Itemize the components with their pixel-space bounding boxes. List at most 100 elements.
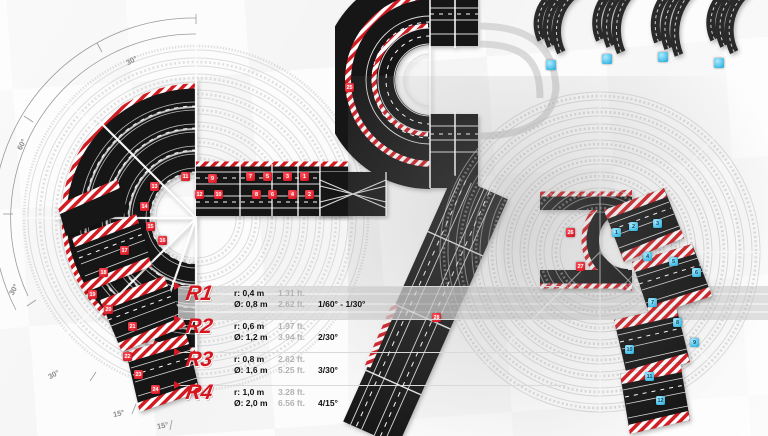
legend-tick-marker <box>174 348 181 356</box>
segment-marker: 6 <box>268 190 277 199</box>
loose-tile-2 <box>100 276 186 352</box>
segment-marker: 3 <box>283 172 292 181</box>
right-tile-4 <box>620 362 690 434</box>
angle-label-a15-bottom-right: 15° <box>156 420 170 431</box>
segment-marker: 7 <box>246 172 255 181</box>
legend-values-r4: r: 1,0 m 3.28 ft. Ø: 2,0 m 6.56 ft. 4/15° <box>234 387 338 408</box>
legend-divider <box>174 286 566 287</box>
segment-marker: 22 <box>123 352 132 361</box>
segment-marker: 27 <box>576 262 585 271</box>
legend-divider <box>174 319 566 320</box>
segment-marker: 21 <box>128 322 137 331</box>
right-detached-segments <box>604 188 712 434</box>
segment-marker: 9 <box>690 338 699 347</box>
legend-values-r2: r: 0,6 m 1.97 ft. Ø: 1,2 m 3.94 ft. 2/30° <box>234 321 338 342</box>
legend-divider <box>174 352 566 353</box>
segment-marker: 11 <box>181 172 190 181</box>
right-ghost-radius-fan <box>439 91 761 413</box>
r4-radius-ft: 3.28 ft. <box>278 387 305 397</box>
r3-angle: 3/30° <box>318 364 338 375</box>
crossover-piece <box>319 172 387 216</box>
radius-legend: R1 r: 0,4 m 1.31 ft. Ø: 0,8 m 2.62 ft. 1/60… <box>174 282 566 418</box>
track-piece-icon-2 <box>592 0 652 55</box>
left-lower-detached-segments <box>57 179 200 412</box>
segment-marker: 12 <box>656 396 665 405</box>
segment-marker: 4 <box>643 252 652 261</box>
segment-marker: 10 <box>214 190 223 199</box>
segment-marker: 6 <box>692 268 701 277</box>
segment-marker: 23 <box>134 370 143 379</box>
r2-angle: 2/30° <box>318 331 338 342</box>
r1-radius-m: r: 0,4 m <box>234 288 265 298</box>
r1-radius-ft: 1.31 ft. <box>278 288 305 298</box>
r1-diameter-m: Ø: 0,8 m <box>234 298 268 309</box>
legend-divider <box>174 385 566 386</box>
track-piece-marker-dot <box>602 54 612 64</box>
segment-marker: 14 <box>140 202 149 211</box>
track-piece-icon-4 <box>706 0 760 55</box>
segment-marker: 20 <box>104 305 113 314</box>
segment-marker: 4 <box>288 190 297 199</box>
legend-label-r1: R1 <box>184 282 214 305</box>
r2-diameter-m: Ø: 1,2 m <box>234 331 268 342</box>
track-piece-icon-group <box>533 0 760 57</box>
segment-marker: 15 <box>146 222 155 231</box>
segment-marker: 10 <box>625 345 634 354</box>
legend-label-r3: R3 <box>184 348 214 371</box>
segment-marker: 24 <box>151 385 160 394</box>
track-piece-marker-dot <box>658 52 668 62</box>
segment-marker: 1 <box>300 172 309 181</box>
segment-marker: 11 <box>645 372 654 381</box>
loose-tile-4 <box>57 179 128 236</box>
segment-marker: 12 <box>195 190 204 199</box>
r1-diameter-ft: 2.62 ft. <box>278 298 305 309</box>
r3-radius-m: r: 0,8 m <box>234 354 265 364</box>
legend-tick-marker <box>174 381 181 389</box>
r3-diameter-ft: 5.25 ft. <box>278 364 305 375</box>
r1-angle: 1/60° - 1/30° <box>318 298 366 309</box>
segment-marker: 5 <box>263 172 272 181</box>
track-piece-marker-dot <box>546 60 556 70</box>
hairpin-ghost-trails <box>477 22 560 140</box>
r4-angle: 4/15° <box>318 397 338 408</box>
track-piece-icon-1 <box>533 0 586 55</box>
segment-marker: 18 <box>99 268 108 277</box>
r4-radius-m: r: 1,0 m <box>234 387 265 397</box>
segment-marker: 9 <box>208 174 217 183</box>
segment-marker: 1 <box>612 228 621 237</box>
segment-marker: 19 <box>88 290 97 299</box>
r2-radius-ft: 1.97 ft. <box>278 321 305 331</box>
right-tile-1 <box>604 188 684 262</box>
segment-marker: 17 <box>120 246 129 255</box>
segment-marker: 25 <box>345 83 354 92</box>
segment-marker: 2 <box>305 190 314 199</box>
segment-marker: 8 <box>252 190 261 199</box>
top-hairpin <box>321 0 478 189</box>
legend-row-r2: R2 r: 0,6 m 1.97 ft. Ø: 1,2 m 3.94 ft. 2/30… <box>174 315 566 352</box>
segment-marker: 26 <box>566 228 575 237</box>
legend-values-r1: r: 0,4 m 1.31 ft. Ø: 0,8 m 2.62 ft. 1/60° -… <box>234 288 365 309</box>
segment-marker: 2 <box>629 222 638 231</box>
segment-marker: 28 <box>432 313 441 322</box>
track-piece-icon-3 <box>650 0 714 57</box>
segment-marker: 8 <box>673 318 682 327</box>
r4-diameter-m: Ø: 2,0 m <box>234 397 268 408</box>
legend-row-r1: R1 r: 0,4 m 1.31 ft. Ø: 0,8 m 2.62 ft. 1/60… <box>174 282 566 319</box>
loose-tile-1 <box>72 214 152 292</box>
angle-measure-arcs <box>0 14 197 431</box>
r2-diameter-ft: 3.94 ft. <box>278 331 305 342</box>
track-piece-marker-dot <box>714 58 724 68</box>
legend-tick-marker <box>174 282 181 290</box>
loose-tile-3 <box>126 334 200 412</box>
r4-diameter-ft: 6.56 ft. <box>278 397 305 408</box>
segment-marker: 3 <box>653 219 662 228</box>
legend-label-r2: R2 <box>184 315 214 338</box>
segment-marker: 16 <box>158 236 167 245</box>
r2-radius-m: r: 0,6 m <box>234 321 265 331</box>
segment-marker: 7 <box>648 298 657 307</box>
legend-tick-marker <box>174 315 181 323</box>
